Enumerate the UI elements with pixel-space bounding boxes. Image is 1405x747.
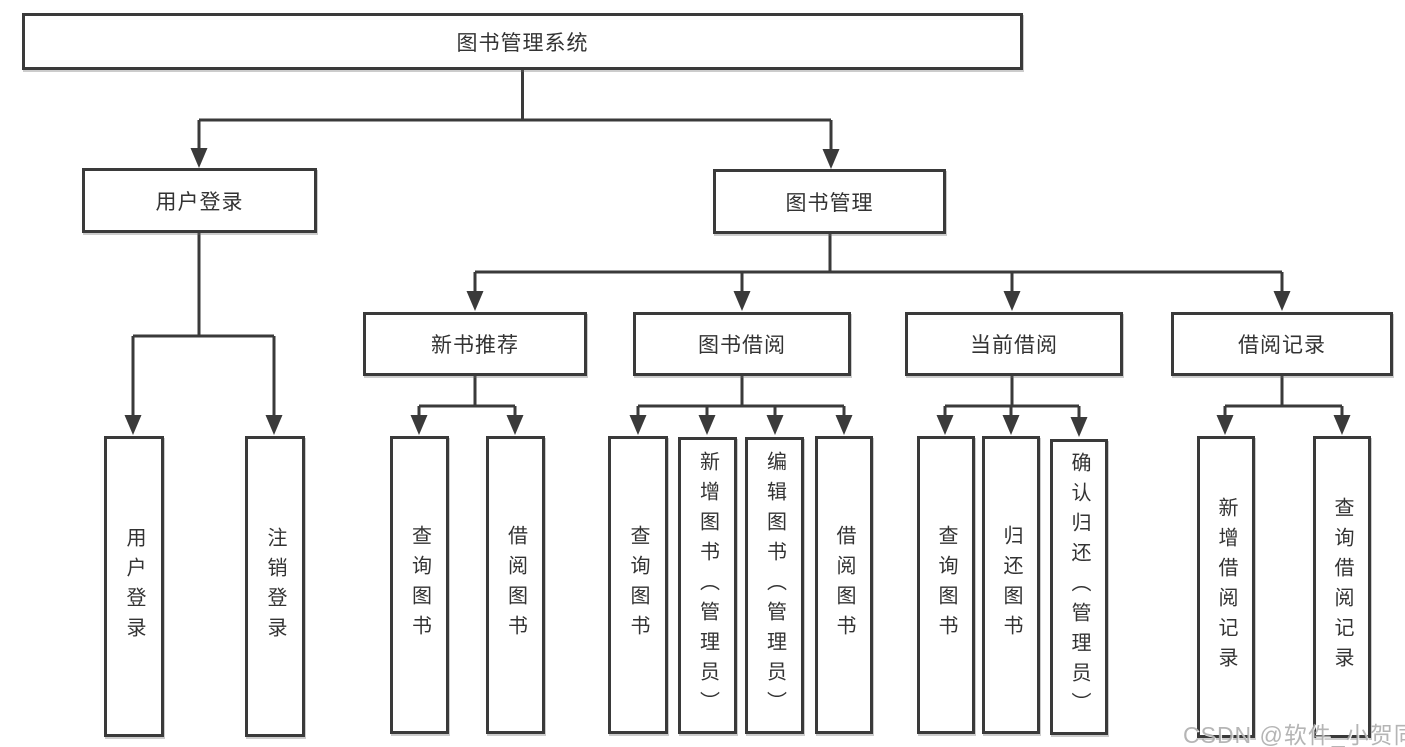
node-user-login-label: 用户登录 [155, 190, 244, 214]
leaf-br-query-record: 查询借阅记录 [1313, 436, 1371, 738]
leaf-user-login-label: 用户登录 [123, 526, 145, 647]
leaf-nb-query-books: 查询图书 [390, 436, 449, 734]
leaf-nb-query-books-label: 查询图书 [408, 525, 431, 645]
node-book-management-label: 图书管理 [785, 191, 874, 215]
leaf-logout: 注销登录 [245, 436, 305, 737]
csdn-watermark: CSDN @软件_小贺同学 [1183, 722, 1405, 747]
node-current-borrow: 当前借阅 [905, 312, 1123, 376]
node-user-login: 用户登录 [82, 168, 317, 233]
leaf-br-add-record: 新增借阅记录 [1197, 436, 1255, 738]
leaf-cb-return-books: 归还图书 [982, 436, 1040, 734]
leaf-bb-edit-books-admin: 编辑图书（管理员） [745, 437, 804, 734]
arrowheads [124, 148, 1351, 437]
leaf-bb-query-books: 查询图书 [608, 436, 668, 734]
tree-edges [131, 69, 1344, 418]
leaf-bb-add-books-admin-label: 新增图书（管理员） [696, 450, 719, 721]
leaf-bb-add-books-admin: 新增图书（管理员） [678, 437, 737, 734]
node-current-borrow-label: 当前借阅 [970, 334, 1058, 357]
node-book-borrow-label: 图书借阅 [698, 334, 786, 357]
leaf-cb-return-books-label: 归还图书 [1000, 525, 1022, 645]
leaf-cb-query-books-label: 查询图书 [935, 525, 957, 645]
node-root-label: 图书管理系统 [456, 31, 589, 55]
node-book-management: 图书管理 [713, 169, 946, 234]
node-root: 图书管理系统 [22, 13, 1023, 70]
node-new-book-recommend: 新书推荐 [363, 312, 587, 376]
leaf-bb-edit-books-admin-label: 编辑图书（管理员） [763, 450, 786, 721]
leaf-cb-query-books: 查询图书 [917, 436, 975, 734]
leaf-nb-borrow-books: 借阅图书 [486, 436, 545, 734]
node-borrow-records-label: 借阅记录 [1238, 334, 1326, 357]
leaf-br-query-record-label: 查询借阅记录 [1331, 497, 1353, 677]
leaf-bb-borrow-books: 借阅图书 [815, 436, 873, 734]
leaf-logout-label: 注销登录 [264, 526, 286, 647]
leaf-nb-borrow-books-label: 借阅图书 [504, 525, 527, 645]
leaf-bb-borrow-books-label: 借阅图书 [833, 525, 855, 645]
leaf-cb-confirm-return-admin-label: 确认归还（管理员） [1068, 452, 1090, 722]
node-book-borrow: 图书借阅 [633, 312, 851, 376]
leaf-br-add-record-label: 新增借阅记录 [1215, 497, 1237, 677]
node-new-book-recommend-label: 新书推荐 [431, 334, 519, 357]
leaf-user-login: 用户登录 [104, 436, 164, 737]
leaf-bb-query-books-label: 查询图书 [627, 525, 649, 645]
node-borrow-records: 借阅记录 [1171, 312, 1393, 376]
leaf-cb-confirm-return-admin: 确认归还（管理员） [1050, 439, 1108, 735]
